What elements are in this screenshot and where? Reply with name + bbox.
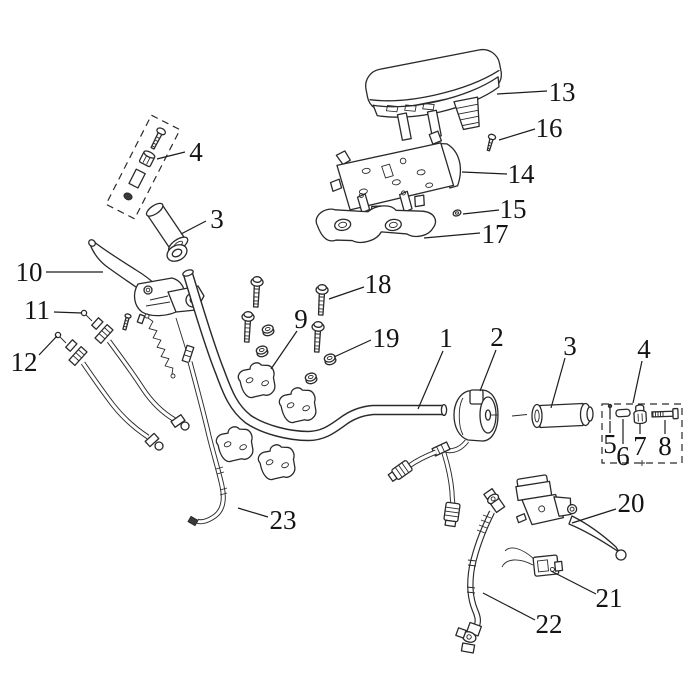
part-speedometer [365, 48, 502, 141]
part-throttle-cable [175, 317, 228, 527]
leader-line-19 [333, 339, 372, 358]
leader-line-4-right [632, 360, 643, 404]
leader-line-14 [461, 171, 508, 175]
callout-3-left: 3 [210, 204, 224, 234]
part-hardware-kit-left [105, 114, 181, 220]
part-lever-assembly [88, 239, 205, 379]
callout-3-right: 3 [563, 331, 577, 361]
wire-connector [443, 501, 461, 528]
leader-line-1 [417, 350, 444, 410]
grip-washer [166, 244, 188, 262]
kit-screw [651, 407, 679, 420]
callout-16: 16 [536, 113, 563, 143]
part-flange-nuts [255, 324, 337, 385]
leader-line-9 [270, 330, 298, 370]
leader-line-20 [571, 508, 617, 524]
kit-bolt [150, 127, 167, 150]
part-grommet [452, 209, 462, 217]
callout-17: 17 [482, 219, 509, 249]
part-handlebar-clamps [215, 362, 317, 481]
part-handlebar [182, 269, 448, 442]
part-grip-left [145, 202, 189, 262]
part-clamp-bolts [241, 276, 329, 353]
callout-8: 8 [658, 431, 672, 461]
callout-22: 22 [536, 609, 563, 639]
kit-pin [607, 403, 613, 420]
leader-line-23 [237, 507, 269, 518]
part-meter-screw [486, 133, 497, 152]
callout-1: 1 [439, 323, 453, 353]
part-hardware-kit-right [601, 403, 683, 466]
part-cable-11 [80, 309, 190, 431]
callout-15: 15 [500, 194, 527, 224]
callout-10: 10 [16, 257, 43, 287]
switch-wire-harness [387, 439, 469, 528]
callout-9: 9 [294, 304, 308, 334]
part-cable-12 [54, 331, 164, 451]
leader-line-3-right [550, 357, 566, 409]
callout-4-right: 4 [637, 334, 651, 364]
kit-bushing [633, 404, 648, 425]
callout-19: 19 [373, 323, 400, 353]
callout-11: 11 [24, 295, 50, 325]
part-meter-plate [315, 190, 437, 244]
part-grip-right [511, 402, 594, 429]
callout-4-left: 4 [189, 137, 203, 167]
kit-cap [123, 192, 133, 201]
leader-line-12 [38, 335, 58, 356]
part-meter-bracket [329, 130, 461, 217]
leader-line-16 [498, 128, 536, 141]
callout-5: 5 [603, 429, 617, 459]
kit-nut [138, 150, 156, 168]
kit-sleeve [615, 408, 631, 418]
leader-line-22 [482, 592, 536, 621]
part-lever-switch [501, 547, 564, 577]
callout-21: 21 [596, 583, 623, 613]
leader-line-21 [550, 570, 597, 595]
part-master-cylinder [515, 474, 627, 561]
callout-20: 20 [618, 488, 645, 518]
callout-12: 12 [11, 347, 38, 377]
leader-line-4-left [156, 151, 186, 160]
part-brake-hose [455, 488, 506, 654]
return-spring [144, 313, 176, 379]
callout-6: 6 [616, 441, 630, 471]
callout-7: 7 [633, 431, 647, 461]
leader-line-11 [53, 311, 83, 314]
part-switch-housing [387, 389, 499, 528]
leader-line-15 [462, 209, 500, 215]
callout-13: 13 [549, 77, 576, 107]
leader-line-18 [328, 286, 365, 300]
leader-line-17 [423, 232, 481, 239]
callout-23: 23 [270, 505, 297, 535]
callout-14: 14 [508, 159, 536, 189]
leader-line-13 [496, 90, 548, 95]
leader-line-2 [479, 349, 497, 392]
callout-2: 2 [490, 322, 504, 352]
leader-line-3-left [180, 220, 207, 235]
callout-18: 18 [365, 269, 392, 299]
wire-connector [387, 460, 413, 482]
kit-plate [128, 168, 146, 189]
